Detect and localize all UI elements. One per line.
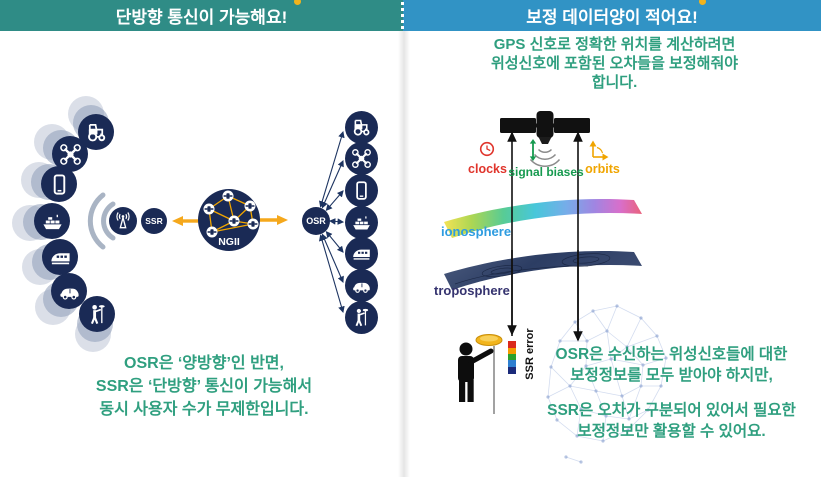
right-panel-header: 보정 데이터양이 적어요! (403, 0, 821, 31)
panel-divider (398, 31, 410, 477)
ngii-network-node: NGII (198, 189, 260, 251)
ssr-caption-line1: SSR은 오차가 구분되어 있어서 필요한 (547, 402, 796, 419)
left-caption-line1: OSR은 ‘양방향’인 반면, (124, 355, 284, 372)
device-icon-drone (34, 124, 88, 172)
left-panel-header: 단방향 통신이 가능해요! (0, 0, 403, 31)
device-icon-tractor (68, 96, 114, 150)
ssr-node-label: SSR (145, 216, 163, 226)
satellite (500, 111, 590, 144)
ngii-node-label: NGII (218, 236, 240, 248)
ngii-satellite-network (203, 190, 259, 238)
left-caption-line2: SSR은 ‘단방향’ 통신이 가능해서 (95, 378, 313, 395)
surveyor-person (458, 334, 503, 414)
ssr-caption: SSR은 오차가 구분되어 있어서 필요한 보정정보만 활용할 수 있어요. (522, 400, 821, 442)
device-icon-car (345, 269, 378, 302)
left-caption: OSR은 ‘양방향’인 반면, SSR은 ‘단방향’ 통신이 가능해서 동시 사… (38, 352, 370, 421)
accent-dot (294, 0, 301, 5)
osr-node-label: OSR (306, 216, 326, 226)
signal-biases-arrow-icon (529, 139, 537, 161)
device-icon-ship (345, 206, 378, 239)
ssr-node: SSR (141, 208, 167, 234)
device-icon-tractor (345, 111, 378, 144)
device-icon-train (345, 237, 378, 270)
device-icon-surveyor (345, 301, 378, 334)
left-header-title: 단방향 통신이 가능해요! (115, 8, 288, 27)
device-icon-smartphone (345, 174, 378, 207)
right-header-title: 보정 데이터양이 적어요! (526, 8, 698, 27)
clocks-label: clocks (468, 162, 507, 176)
osr-caption: OSR은 수신하는 위성신호들에 대한 보정정보를 모두 받아야 하지만, (522, 344, 821, 386)
orbits-label: orbits (585, 162, 620, 176)
right-intro-line2: 위성신호에 포함된 오차들을 보정해줘야 (490, 55, 739, 72)
osr-caption-line2: 보정정보를 모두 받아야 하지만, (570, 367, 773, 384)
right-intro-line3: 합니다. (591, 74, 638, 91)
device-icon-ship (12, 203, 70, 241)
ionosphere-label: ionosphere (441, 224, 512, 239)
troposphere-label: troposphere (434, 283, 510, 298)
broadcast-antenna-icon (109, 207, 137, 235)
device-icon-train (22, 239, 78, 285)
device-icon-car (35, 273, 87, 325)
right-intro-line1: GPS 신호로 정확한 위치를 계산하려면 (493, 36, 736, 53)
header-dotted-divider (401, 2, 404, 29)
device-icon-surveyor (75, 296, 115, 352)
left-caption-line3: 동시 사용자 수가 무제한입니다. (99, 401, 309, 418)
clock-icon (479, 141, 495, 157)
right-intro-text: GPS 신호로 정확한 위치를 계산하려면 위성신호에 포함된 오차들을 보정해… (412, 35, 817, 92)
signal-biases-label: signal biases (508, 165, 584, 179)
satellite-signal-waves (529, 148, 561, 167)
osr-caption-line1: OSR은 수신하는 위성신호들에 대한 (555, 346, 788, 363)
ssr-error-bar (508, 341, 516, 374)
orbits-axes-icon (589, 140, 609, 161)
osr-node: OSR (302, 207, 330, 235)
accent-dot (699, 0, 706, 5)
device-icon-drone (345, 142, 378, 175)
device-icon-smartphone (21, 162, 77, 202)
troposphere-contours (454, 253, 611, 285)
ssr-caption-line2: 보정정보만 활용할 수 있어요. (577, 423, 766, 440)
